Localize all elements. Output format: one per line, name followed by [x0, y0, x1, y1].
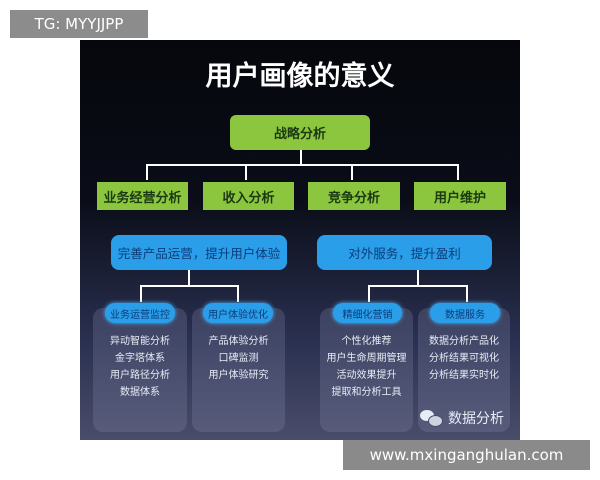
group-external-service: 对外服务，提升盈利 [317, 235, 492, 270]
connector [237, 285, 239, 302]
card-data-service [418, 308, 510, 432]
connector [140, 285, 142, 302]
list-item: 口碑监测 [218, 353, 259, 364]
watermark-bottom: www.mxinganghulan.com [343, 440, 590, 470]
list-item: 异动智能分析 [110, 336, 170, 347]
connector [245, 164, 247, 180]
card-ux-optimize [192, 308, 285, 432]
list-item: 分析结果实时化 [429, 370, 499, 381]
connector [146, 164, 459, 166]
node-user-retention: 用户维护 [414, 182, 506, 210]
list-item: 分析结果可视化 [429, 353, 499, 364]
sub-ops-monitor: 业务运营监控 [105, 303, 175, 323]
list-item: 数据分析产品化 [429, 336, 499, 347]
connector [146, 164, 148, 180]
connector [351, 164, 353, 180]
list-item: 用户体验研究 [208, 370, 269, 381]
item-list: 异动智能分析 金字塔体系 用户路径分析 数据体系 [93, 333, 187, 401]
connector [188, 270, 190, 285]
node-business: 业务经营分析 [97, 182, 188, 210]
item-list: 个性化推荐 用户生命周期管理 活动效果提升 提取和分析工具 [320, 333, 413, 401]
list-item: 数据体系 [120, 387, 160, 398]
item-list: 数据分析产品化 分析结果可视化 分析结果实时化 [418, 333, 510, 384]
card-precision-marketing [320, 308, 413, 432]
list-item: 提取和分析工具 [331, 387, 402, 398]
sub-ux-optimize: 用户体验优化 [203, 303, 273, 323]
root-node: 战略分析 [230, 115, 370, 150]
connector [140, 285, 238, 287]
connector [466, 285, 468, 302]
list-item: 用户生命周期管理 [326, 353, 407, 364]
watermark-top: TG: MYYJJPP [10, 10, 148, 38]
sub-data-service: 数据服务 [430, 303, 500, 323]
list-item: 用户路径分析 [110, 370, 170, 381]
connector [300, 150, 302, 164]
connector [368, 285, 370, 302]
diagram-title: 用户画像的意义 [205, 61, 395, 92]
list-item: 活动效果提升 [336, 370, 397, 381]
wechat-icon [420, 410, 443, 427]
list-item: 金字塔体系 [115, 353, 165, 364]
list-item: 产品体验分析 [208, 336, 269, 347]
group-product-ops: 完善产品运营，提升用户体验 [111, 235, 287, 270]
sub-precision-marketing: 精细化营销 [333, 303, 402, 323]
item-list: 产品体验分析 口碑监测 用户体验研究 [192, 333, 285, 384]
connector [417, 270, 419, 285]
brand-mark: 数据分析 [420, 408, 504, 428]
brand-name: 数据分析 [448, 411, 504, 427]
card-ops-monitor [93, 308, 187, 432]
node-competition: 竞争分析 [308, 182, 400, 210]
connector [457, 164, 459, 180]
diagram-poster: 用户画像的意义 战略分析 业务经营分析 收入分析 竞争分析 用户维护 完善产品运… [80, 40, 520, 440]
connector [368, 285, 467, 287]
node-revenue: 收入分析 [203, 182, 294, 210]
list-item: 个性化推荐 [341, 336, 392, 347]
